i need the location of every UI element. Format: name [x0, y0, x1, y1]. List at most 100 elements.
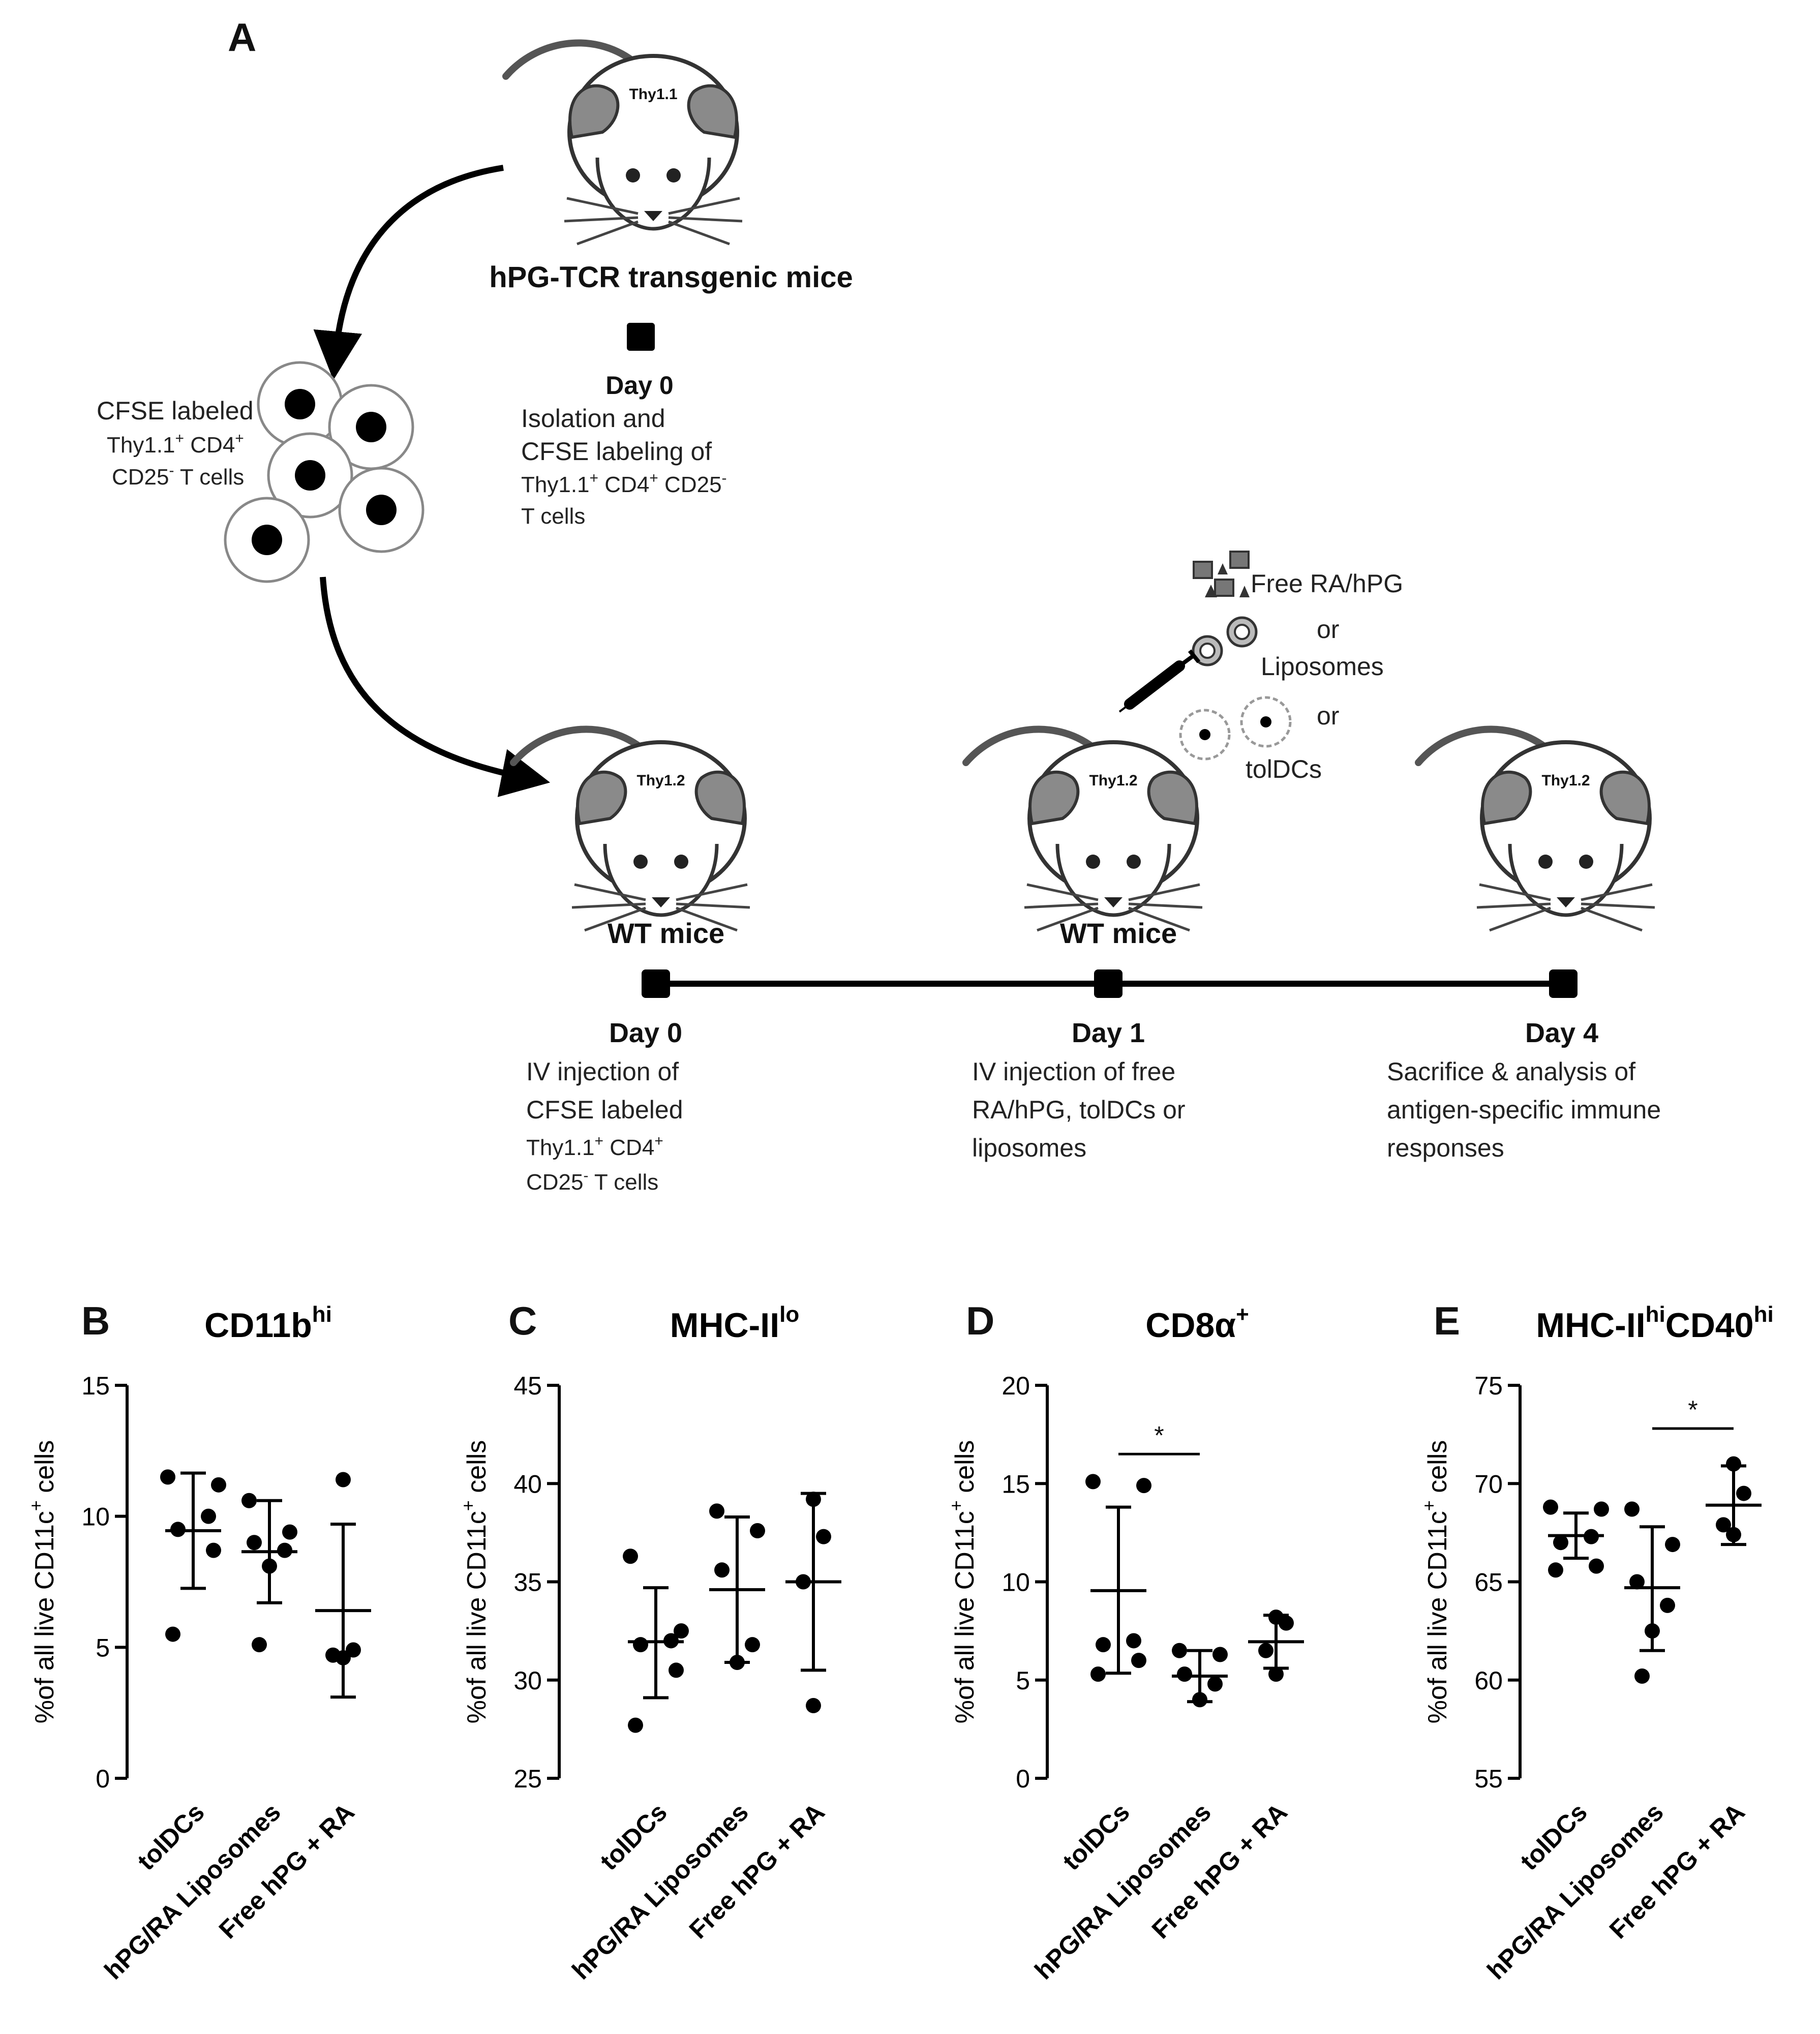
data-point	[252, 1637, 267, 1653]
donor-label: hPG-TCR transgenic mice	[489, 261, 853, 294]
chart-title: MHC-IIlo	[670, 1302, 799, 1345]
data-point	[1172, 1643, 1187, 1658]
y-tick-label: 15	[81, 1372, 110, 1400]
data-point	[714, 1562, 730, 1578]
data-point	[1716, 1517, 1731, 1533]
data-point	[1629, 1574, 1645, 1590]
panel-letter-a: A	[228, 15, 256, 59]
y-tick-label: 10	[1002, 1568, 1030, 1597]
data-point	[1192, 1692, 1207, 1708]
y-tick-label: 35	[513, 1568, 542, 1597]
arrow-cells-to-wt	[320, 576, 551, 797]
y-axis-label: %of all live CD11c+ cells	[946, 1440, 980, 1724]
category-label: Free hPG + RA	[1146, 1798, 1293, 1944]
timeline-day1-line3: liposomes	[972, 1134, 1086, 1162]
data-point	[1584, 1529, 1599, 1544]
timeline-day1-line2: RA/hPG, tolDCs or	[972, 1096, 1186, 1124]
timeline-day4-line3: responses	[1387, 1134, 1504, 1162]
data-point	[247, 1535, 262, 1551]
data-point	[806, 1697, 821, 1713]
data-point	[1136, 1478, 1151, 1494]
data-point	[241, 1493, 257, 1508]
data-point	[1090, 1666, 1106, 1682]
data-point	[1589, 1558, 1604, 1574]
data-point	[1279, 1615, 1294, 1631]
y-tick-label: 0	[96, 1765, 110, 1793]
wt-label-day1: WT mice	[1060, 917, 1177, 949]
wt-mouse-day0-icon: Thy1.2	[513, 729, 750, 930]
data-point	[1268, 1666, 1284, 1682]
data-point	[1660, 1597, 1675, 1613]
data-point	[336, 1650, 351, 1665]
cfse-cells	[225, 362, 423, 582]
data-point	[1726, 1527, 1741, 1542]
data-point	[1258, 1643, 1273, 1658]
panel-letter-d: D	[966, 1298, 994, 1343]
timeline-marker-day0	[642, 969, 670, 998]
data-point	[633, 1637, 648, 1653]
y-tick-label: 10	[81, 1503, 110, 1531]
day0-top-title: Day 0	[605, 371, 673, 400]
cells-label-line3: CD25- T cells	[112, 462, 244, 490]
data-point	[1543, 1499, 1558, 1515]
chart-title: CD11bhi	[204, 1302, 332, 1345]
cells-label-line2: Thy1.1+ CD4+	[107, 430, 244, 458]
y-axis-label: %of all live CD11c+ cells	[458, 1440, 492, 1724]
data-point	[1177, 1666, 1192, 1682]
data-point	[1553, 1535, 1568, 1551]
wt-mouse-day1-icon: Thy1.2	[966, 729, 1202, 930]
day0-top-line4: T cells	[521, 504, 585, 529]
y-tick-label: 65	[1474, 1568, 1503, 1597]
category-label: Free hPG + RA	[214, 1798, 360, 1944]
data-point	[1548, 1562, 1563, 1578]
data-point	[206, 1542, 221, 1558]
arrow-donor-to-cells	[313, 165, 504, 380]
svg-text:Thy1.2: Thy1.2	[636, 772, 685, 789]
timeline-day4-line1: Sacrifice & analysis of	[1387, 1057, 1635, 1086]
timeline-day0-line1: IV injection of	[526, 1057, 679, 1086]
y-tick-label: 25	[513, 1765, 542, 1793]
data-point	[674, 1623, 689, 1639]
data-point	[1126, 1633, 1141, 1649]
timeline-day4-title: Day 4	[1525, 1018, 1598, 1048]
data-point	[1726, 1456, 1741, 1472]
data-point	[201, 1508, 216, 1524]
y-tick-label: 30	[513, 1666, 542, 1695]
data-point	[1096, 1637, 1111, 1653]
toldc-icon	[1179, 696, 1292, 761]
y-tick-label: 0	[1016, 1765, 1030, 1793]
day0-top-line1: Isolation and	[521, 404, 665, 433]
treatment-or-2: or	[1317, 702, 1339, 730]
y-tick-label: 20	[1002, 1372, 1030, 1400]
panel-letter-e: E	[1434, 1298, 1460, 1343]
data-point	[1634, 1668, 1650, 1684]
treatment-free: Free RA/hPG	[1251, 569, 1403, 598]
y-tick-label: 15	[1002, 1470, 1030, 1498]
y-axis-label: %of all live CD11c+ cells	[25, 1440, 59, 1724]
data-point	[211, 1477, 226, 1493]
liposome-icon	[1192, 616, 1258, 666]
svg-text:Thy1.2: Thy1.2	[1089, 772, 1137, 789]
data-point	[745, 1637, 760, 1653]
data-point	[1085, 1474, 1101, 1490]
data-point	[1645, 1623, 1660, 1639]
donor-mouse-icon: Thy1.1	[506, 43, 742, 244]
category-label: Free hPG + RA	[684, 1798, 830, 1944]
data-point	[796, 1574, 811, 1590]
y-tick-label: 55	[1474, 1765, 1503, 1793]
data-point	[1736, 1485, 1751, 1501]
treatment-toldcs: tolDCs	[1246, 755, 1322, 783]
data-point	[663, 1633, 679, 1649]
significance-label: *	[1154, 1421, 1164, 1449]
y-tick-label: 5	[1016, 1666, 1030, 1695]
timeline-marker-day4	[1549, 969, 1578, 998]
data-point	[816, 1529, 831, 1544]
data-point	[170, 1522, 186, 1537]
day0-top-line2: CFSE labeling of	[521, 437, 712, 466]
day0-top-line3: Thy1.1+ CD4+ CD25-	[521, 470, 727, 497]
data-point	[1131, 1653, 1146, 1668]
wt-mouse-day4-icon: Thy1.2	[1418, 729, 1655, 930]
